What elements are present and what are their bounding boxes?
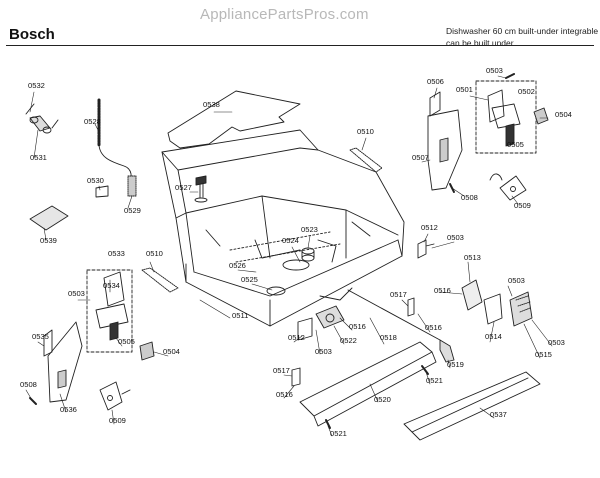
lever-icon-left [99,381,131,411]
screw-icon-left [29,397,37,405]
part-label-p0518: 0518 [380,333,397,342]
latch-parts-icon [461,279,533,327]
part-label-p0536: 0536 [60,405,77,414]
part-label-p0503b: 0503 [447,233,464,242]
description-line-2: can be built under [446,38,514,48]
trim-strip-icon [403,371,541,441]
part-label-p0524: 0524 [282,236,299,245]
part-label-p0527: 0527 [175,183,192,192]
part-label-p0512b: 0512 [288,333,305,342]
description-line-1: Dishwasher 60 cm built-under integrable [446,26,599,36]
part-label-p0519: 0519 [447,360,464,369]
cover-plate-icon [167,90,301,149]
part-label-p0517a: 0517 [390,290,407,299]
part-label-p0508a: 0508 [461,193,478,202]
brand-title: Bosch [9,26,55,43]
lever-icon-right [489,173,527,201]
part-label-p0513: 0513 [464,253,481,262]
part-label-p0516a: 0516 [434,286,451,295]
spring-hose-icon [95,98,137,198]
part-label-p0529: 0529 [124,206,141,215]
heater-bar-left-icon [141,267,179,293]
part-label-p0539: 0539 [40,236,57,245]
part-label-p0515: 0515 [535,350,552,359]
part-label-p0510a: 0510 [357,127,374,136]
leader-lines [25,75,553,437]
part-label-p0516d: 0516 [276,390,293,399]
part-label-p0503d: 0503 [508,276,525,285]
part-label-p0505b: 0505 [118,337,135,346]
roller-icon [25,103,59,134]
screw-icon [194,175,208,203]
screw-icon-lower [291,367,301,387]
part-label-p0526: 0526 [229,261,246,270]
part-label-p0503a: 0503 [486,66,503,75]
lower-bracket-icon [297,317,313,341]
part-label-p0514: 0514 [485,332,502,341]
side-bracket-left-icon [43,321,83,403]
screw-icon-b [325,419,331,429]
heater-bar-top-icon [349,147,383,173]
part-label-p0502: 0502 [518,87,535,96]
screw-icon-mid [407,297,415,317]
model-description: Dishwasher 60 cm built-under integrable … [446,25,598,49]
part-label-p0534: 0534 [103,281,120,290]
part-label-p0501: 0501 [456,85,473,94]
part-label-p0522: 0522 [340,336,357,345]
part-label-p0509a: 0509 [514,201,531,210]
part-label-p0503e: 0503 [315,347,332,356]
subassembly-box-left [86,269,133,353]
watermark: AppliancePartsPros.com [200,6,369,23]
fitting-icon [315,305,345,329]
part-label-p0533: 0533 [108,249,125,258]
hinge-assembly-icon [487,73,521,147]
part-label-p0503c: 0503 [68,289,85,298]
part-label-p0528: 0528 [84,117,101,126]
part-label-p0507: 0507 [412,153,429,162]
part-label-p0504a: 0504 [555,110,572,119]
clip-icon-top [533,107,549,125]
part-label-p0516c: 0516 [425,323,442,332]
rod-plug-icon [347,289,455,363]
clip-icon-bottom [139,341,155,361]
part-label-p0511: 0511 [232,311,248,320]
hinge-assembly-left-icon [95,271,129,341]
part-label-p0535: 0535 [32,332,49,341]
part-label-p0503f: 0503 [548,338,565,347]
part-label-p0523: 0523 [301,225,318,234]
part-label-p0509b: 0509 [109,416,126,425]
part-label-p0506: 0506 [427,77,444,86]
part-label-p0521b: 0521 [330,429,347,438]
part-label-p0521a: 0521 [426,376,443,385]
part-label-p0512a: 0512 [421,223,438,232]
part-label-p0530: 0530 [87,176,104,185]
part-label-p0510b: 0510 [146,249,163,258]
part-label-p0538: 0538 [203,100,220,109]
part-label-p0532: 0532 [28,81,45,90]
part-labels: 0532 0531 0528 0538 0530 0529 0527 0539 0510 0506… [20,66,572,438]
kick-plate-icon [299,341,437,427]
part-label-p0531: 0531 [30,153,47,162]
part-label-p0517b: 0517 [273,366,290,375]
part-label-p0537: 0537 [490,410,507,419]
part-label-p0516b: 0516 [349,322,366,331]
base-tub-icon [161,129,405,327]
part-label-p0505a: 0505 [507,140,524,149]
part-label-p0520: 0520 [374,395,391,404]
header-rule [6,45,594,46]
side-bracket-right-icon [427,91,463,191]
screw-icon-a [421,365,429,375]
small-bracket-icon [417,239,435,259]
part-label-p0525: 0525 [241,275,258,284]
part-label-p0508b: 0508 [20,380,37,389]
pad-icon [29,205,69,231]
part-label-p0504b: 0504 [163,347,180,356]
